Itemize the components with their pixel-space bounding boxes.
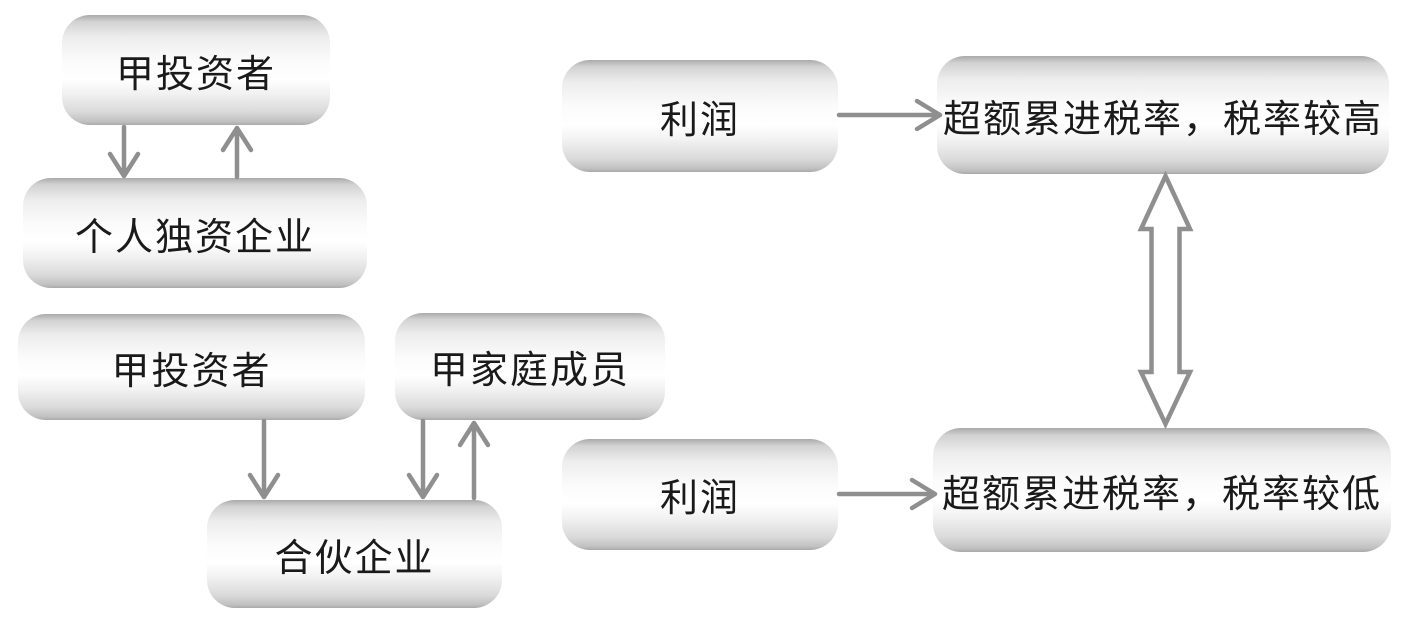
arrow-family-to-partnership-down-icon: [406, 418, 440, 500]
node-sole-proprietorship: 个人独资企业: [23, 178, 367, 288]
double-arrow-tax-high-low-icon: [1137, 170, 1194, 430]
node-family-members: 甲家庭成员: [395, 313, 665, 420]
node-profit-top: 利润: [562, 60, 838, 172]
node-investor-a-mid: 甲投资者: [18, 314, 365, 420]
arrow-sole-to-investor-up-icon: [220, 125, 254, 180]
arrow-profit-to-tax-low-icon: [836, 477, 938, 511]
node-profit-bottom: 利润: [562, 439, 838, 550]
arrow-profit-to-tax-high-icon: [836, 98, 943, 132]
node-tax-rate-high-label: 超额累进税率，税率较高: [942, 98, 1383, 141]
node-family-members-label: 甲家庭成员: [429, 350, 630, 392]
node-profit-top-label: 利润: [659, 99, 740, 142]
node-partnership: 合伙企业: [207, 500, 502, 608]
node-partnership-label: 合伙企业: [274, 537, 435, 580]
arrow-investor-to-partnership-down-icon: [247, 418, 281, 500]
node-profit-bottom-label: 利润: [659, 478, 740, 520]
node-tax-rate-high: 超额累进税率，税率较高: [937, 56, 1389, 174]
node-sole-proprietorship-label: 个人独资企业: [74, 216, 315, 259]
node-investor-a-top: 甲投资者: [62, 15, 330, 125]
arrow-investor-to-sole-down-icon: [107, 124, 141, 179]
node-investor-a-top-label: 甲投资者: [115, 53, 276, 96]
arrow-partnership-to-family-up-icon: [457, 420, 491, 501]
node-tax-rate-low: 超额累进税率，税率较低: [933, 428, 1391, 552]
node-tax-rate-low-label: 超额累进税率，税率较低: [941, 473, 1382, 516]
node-investor-a-mid-label: 甲投资者: [111, 350, 272, 393]
